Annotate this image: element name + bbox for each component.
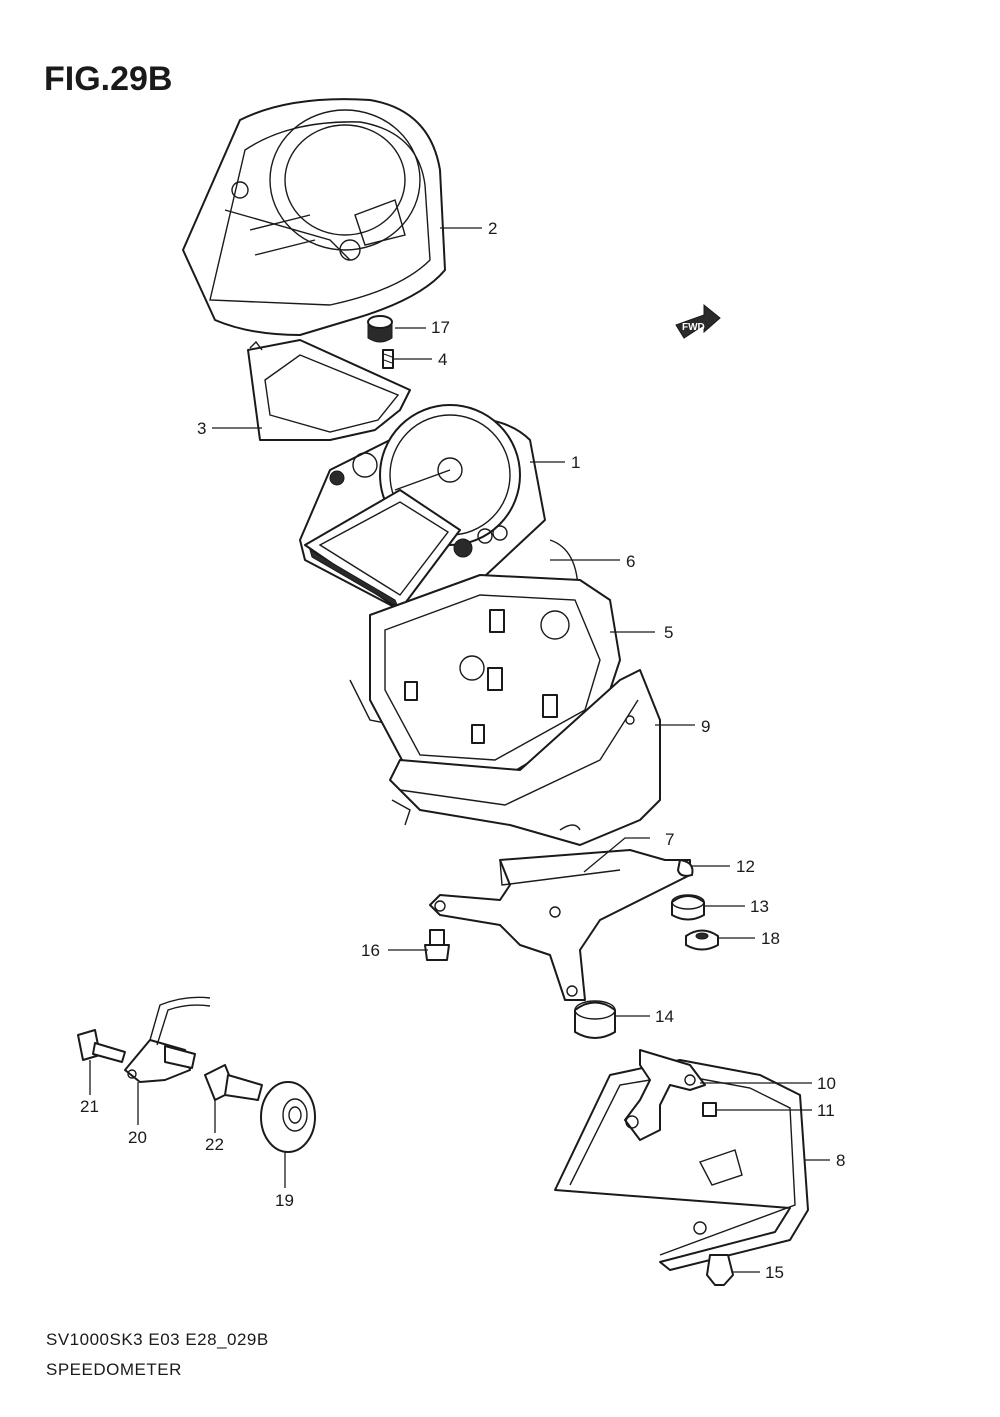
callout-13: 13 — [750, 897, 769, 916]
leader-lines — [89, 227, 830, 1273]
callout-16: 16 — [361, 941, 380, 960]
callout-2: 2 — [488, 219, 497, 238]
callout-19: 19 — [275, 1191, 294, 1210]
callout-7: 7 — [665, 830, 674, 849]
fwd-label: FWD — [682, 322, 705, 333]
callout-labels: 2 17 4 3 1 6 5 9 7 12 13 18 16 14 10 11 … — [80, 219, 845, 1282]
part-3-lens-plate — [247, 339, 411, 441]
callout-12: 12 — [736, 857, 755, 876]
callout-6: 6 — [626, 552, 635, 571]
part-15-clip — [706, 1254, 734, 1286]
part-1-speedometer-assembly — [299, 404, 546, 611]
figure-title: FIG.29B — [44, 60, 173, 98]
callout-3: 3 — [197, 419, 206, 438]
part-22-bushing — [204, 1064, 263, 1101]
callout-9: 9 — [701, 717, 710, 736]
part-4-screw — [382, 349, 394, 369]
figure-code-caption: SV1000SK3 E03 E28_029B — [46, 1330, 269, 1349]
part-14-grommet — [574, 1000, 616, 1039]
callout-8: 8 — [836, 1151, 845, 1170]
callout-15: 15 — [765, 1263, 784, 1282]
part-21-bolt — [77, 1029, 126, 1063]
figure-name-caption: SPEEDOMETER — [46, 1360, 182, 1379]
part-8-lower-cover — [554, 1049, 809, 1271]
callout-5: 5 — [664, 623, 673, 642]
part-2-meter-cover — [182, 98, 446, 336]
callout-17: 17 — [431, 318, 450, 337]
part-13-grommet — [671, 894, 705, 921]
callout-22: 22 — [205, 1135, 224, 1154]
part-9-lower-case — [389, 669, 661, 846]
callout-21: 21 — [80, 1097, 99, 1116]
part-20-speed-sensor — [124, 996, 211, 1083]
callout-11: 11 — [817, 1101, 835, 1120]
callout-4: 4 — [438, 350, 447, 369]
part-16-bolt — [424, 929, 450, 961]
callout-10: 10 — [817, 1074, 836, 1093]
meter-bracket — [429, 849, 694, 1001]
part-11-screw — [702, 1102, 717, 1117]
part-18-collar — [685, 929, 719, 951]
part-17-grommet — [367, 315, 393, 343]
callout-20: 20 — [128, 1128, 147, 1147]
callout-18: 18 — [761, 929, 780, 948]
part-19-washer — [260, 1081, 316, 1153]
callout-14: 14 — [655, 1007, 674, 1026]
callout-1: 1 — [571, 453, 580, 472]
fwd-arrow-icon: FWD — [675, 303, 721, 339]
